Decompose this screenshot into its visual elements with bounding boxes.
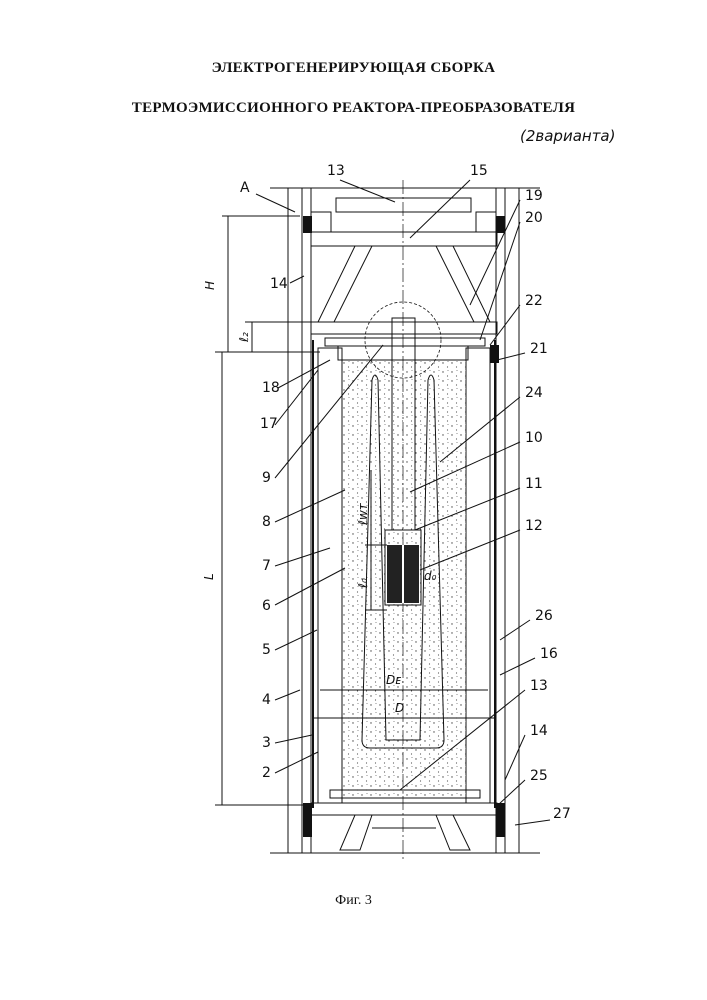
label-14-top: 14 [270,276,288,292]
label-3: 3 [262,735,271,751]
label-12: 12 [525,518,543,534]
label-21: 21 [530,341,548,357]
label-27: 27 [553,806,571,822]
label-7: 7 [262,558,271,574]
label-24: 24 [525,385,543,401]
label-5: 5 [262,642,271,658]
label-19: 19 [525,188,543,204]
dim-h: H [203,281,217,290]
bottom-flange [303,790,505,850]
dim-de: Dᴇ [386,673,401,687]
label-4: 4 [262,692,271,708]
label-9: 9 [262,470,271,486]
label-13-bottom: 13 [530,678,548,694]
label-11: 11 [525,476,543,492]
top-flange [303,198,505,246]
label-14-bottom: 14 [530,723,548,739]
figure-caption: Фиг. 3 [0,893,707,909]
label-25: 25 [530,768,548,784]
label-22: 22 [525,293,543,309]
dim-d: D [395,701,404,715]
label-16: 16 [540,646,558,662]
label-18: 18 [262,380,280,396]
label-8: 8 [262,514,271,530]
label-17: 17 [260,416,278,432]
label-a: А [240,180,250,196]
dim-l2: ℓ₂ [237,332,251,343]
dim-l0: ℓ₀ [356,578,370,589]
label-26: 26 [535,608,553,624]
dim-l: L [202,573,216,580]
label-10: 10 [525,430,543,446]
label-15: 15 [470,163,488,179]
dim-d0: d₀ [424,569,437,583]
conical-support [318,246,490,322]
label-20: 20 [525,210,543,226]
label-6: 6 [262,598,271,614]
label-13-top: 13 [327,163,345,179]
label-2: 2 [262,765,271,781]
dim-lwt: ℓwт [356,502,370,526]
